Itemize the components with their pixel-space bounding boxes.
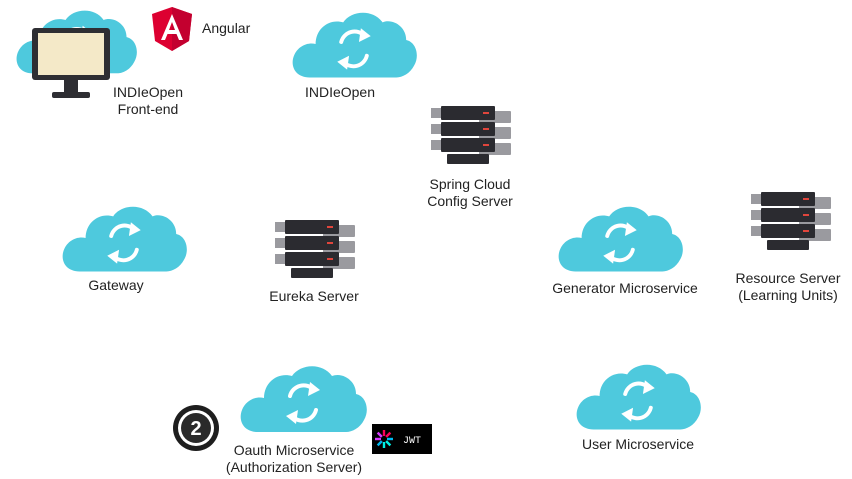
config-server-label-line2: Config Server xyxy=(427,193,513,209)
cloud-sync-icon xyxy=(290,8,418,78)
oauth-label: Oauth Microservice (Authorization Server… xyxy=(214,442,374,476)
resource-server-label-line1: Resource Server xyxy=(735,270,841,286)
angular-logo-icon xyxy=(152,7,192,51)
angular-label: Angular xyxy=(202,20,251,36)
indieopen-label: INDIeOpen xyxy=(304,84,376,100)
monitor-icon xyxy=(32,28,110,98)
cloud-sync-icon xyxy=(574,360,702,430)
server-rack-icon xyxy=(274,220,358,280)
frontend-label-line2: Front-end xyxy=(117,101,179,117)
eureka-label: Eureka Server xyxy=(269,288,359,304)
generator-label: Generator Microservice xyxy=(552,280,698,296)
server-rack-icon xyxy=(430,106,514,166)
oauth-label-line2: (Authorization Server) xyxy=(225,459,363,475)
frontend-label-line1: INDIeOpen xyxy=(112,84,184,100)
gateway-label: Gateway xyxy=(88,277,144,293)
cloud-sync-icon xyxy=(60,202,188,272)
resource-server-label-line2: (Learning Units) xyxy=(738,287,838,303)
cloud-sync-icon xyxy=(238,362,368,432)
resource-server-label: Resource Server (Learning Units) xyxy=(728,270,848,304)
jwt-badge-text: JWT xyxy=(403,436,421,447)
user-label: User Microservice xyxy=(581,436,694,452)
oauth-label-line1: Oauth Microservice xyxy=(233,442,355,458)
config-server-label: Spring Cloud Config Server xyxy=(410,176,530,210)
oauth2-badge-text: 2 xyxy=(190,418,201,440)
oauth2-logo-icon: 2 xyxy=(173,405,219,451)
config-server-label-line1: Spring Cloud xyxy=(429,176,511,192)
jwt-logo-icon: JWT xyxy=(372,424,432,454)
server-rack-icon xyxy=(750,192,834,252)
frontend-label: INDIeOpen Front-end xyxy=(100,84,196,118)
cloud-sync-icon xyxy=(556,202,684,272)
